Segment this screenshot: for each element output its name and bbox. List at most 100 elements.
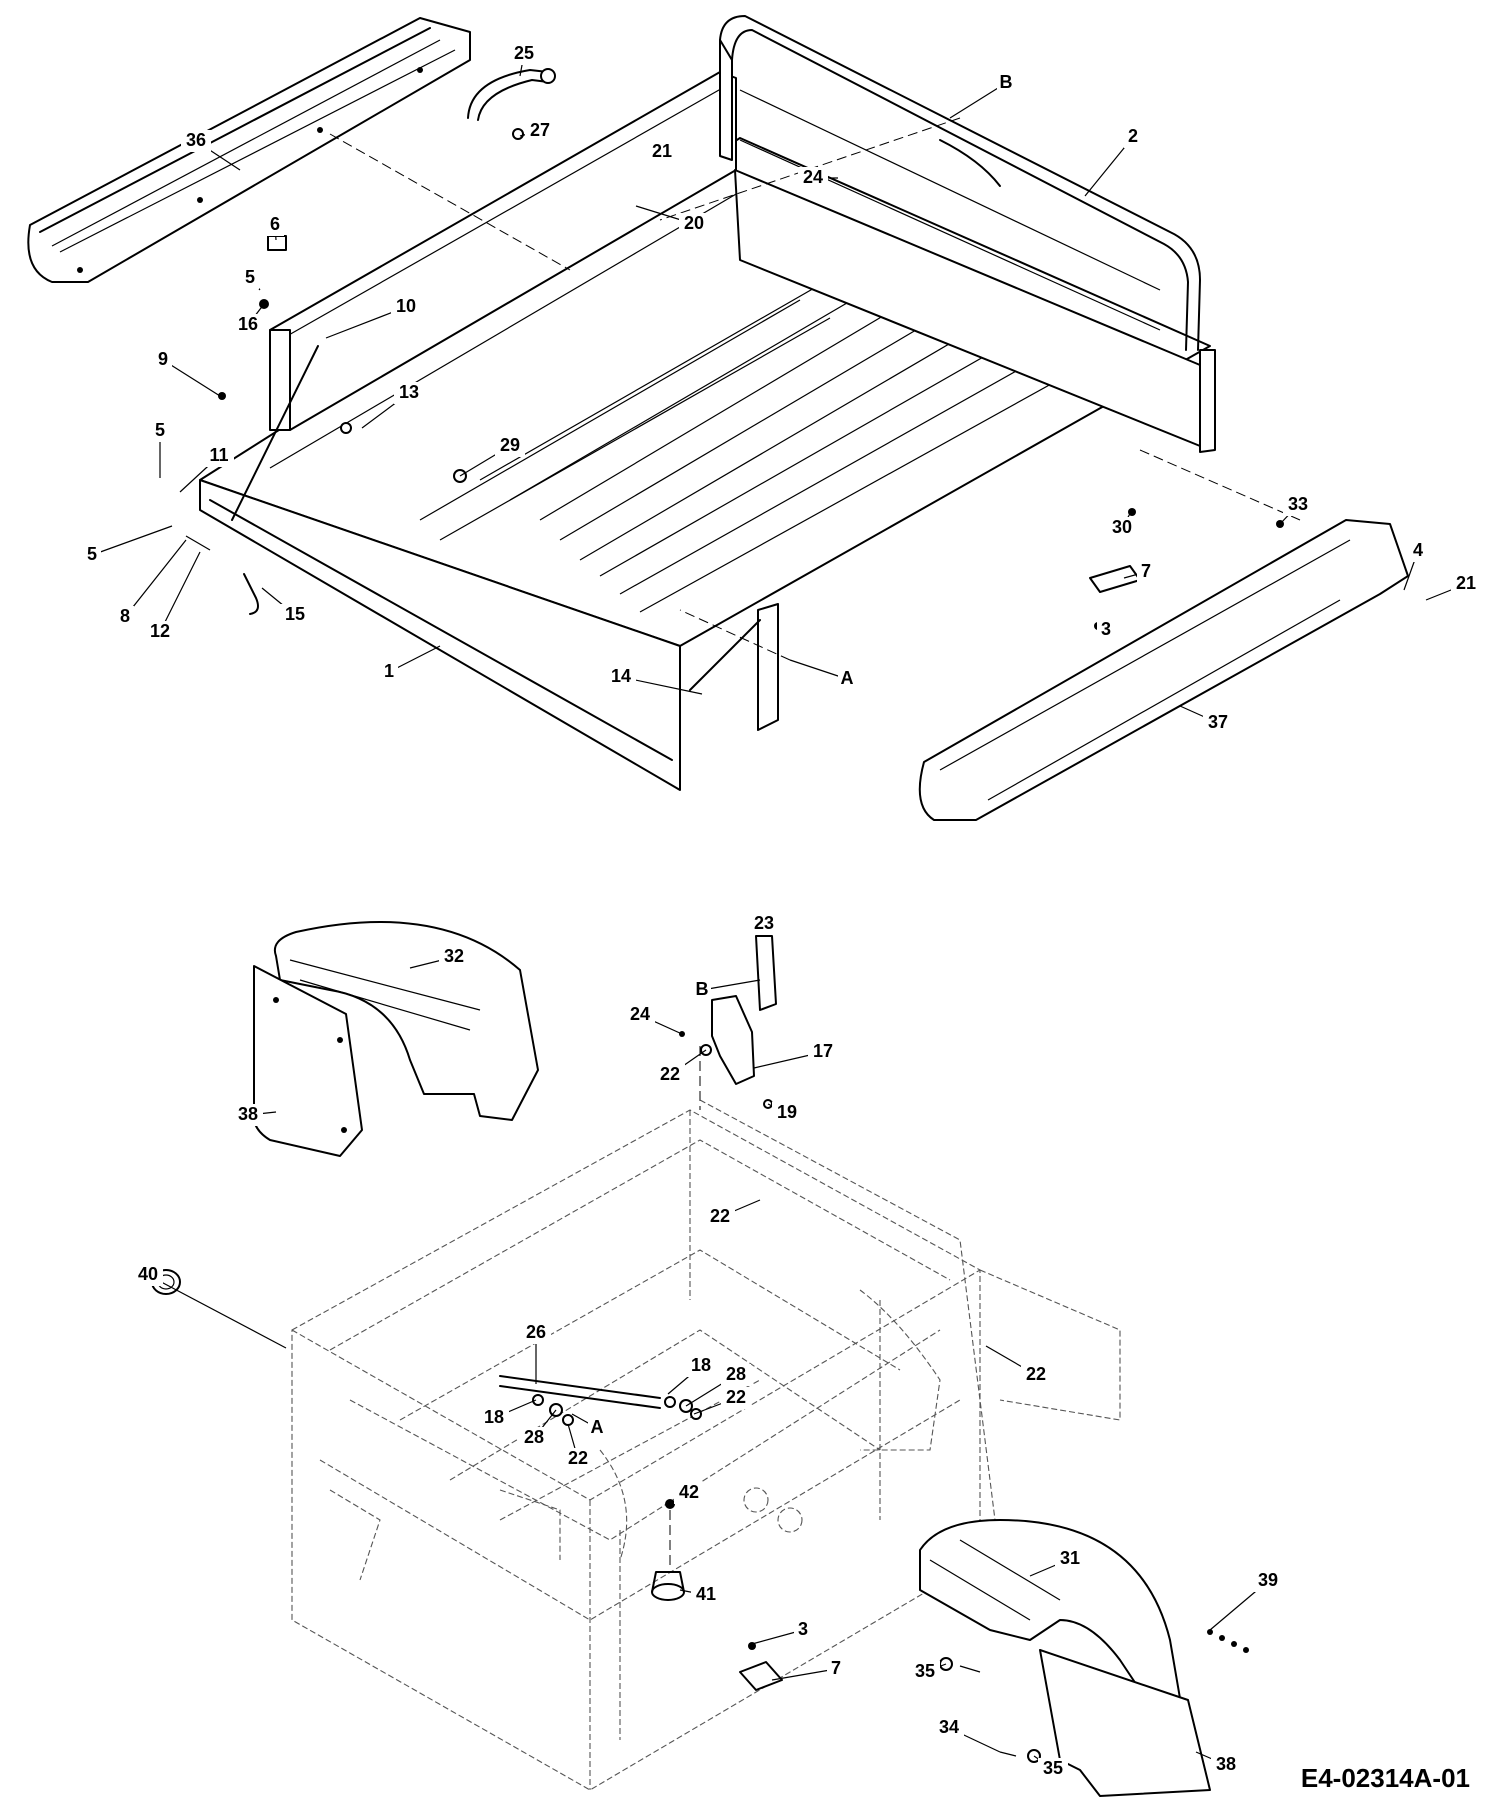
- callout-label-bg: [233, 1104, 263, 1126]
- callout-label: 25: [514, 43, 534, 63]
- callout-label: 14: [611, 666, 631, 686]
- callout-label: 16: [238, 314, 258, 334]
- document-code: E4-02314A-01: [1300, 1763, 1470, 1793]
- callout-label: 5: [87, 544, 97, 564]
- callout-label-bg: [116, 606, 134, 628]
- callout-label: 41: [696, 1584, 716, 1604]
- callout-label-bg: [749, 913, 779, 935]
- callout-label-bg: [1021, 1364, 1051, 1386]
- chassis-frame: [291, 1099, 1121, 1791]
- callout-label: 38: [238, 1104, 258, 1124]
- callout-label: 7: [831, 1658, 841, 1678]
- callout-label-bg: [1253, 1570, 1283, 1592]
- callout-label-bg: [266, 214, 284, 236]
- callout-label: 33: [1288, 494, 1308, 514]
- callout-label-bg: [827, 1658, 845, 1680]
- callout-label: 39: [1258, 1570, 1278, 1590]
- callout-label-bg: [394, 382, 424, 404]
- callout-label-bg: [1055, 1548, 1085, 1570]
- callout-label-bg: [1097, 619, 1115, 641]
- callout-label: 42: [679, 1482, 699, 1502]
- part-32-left-fender: [274, 920, 539, 1121]
- callout-leader: [162, 359, 221, 397]
- callout-label: 11: [209, 445, 228, 465]
- callout-label: 22: [660, 1064, 680, 1084]
- callout-label-bg: [934, 1717, 964, 1739]
- callout-label-bg: [997, 72, 1015, 94]
- callout-label: 31: [1060, 1548, 1080, 1568]
- callout-label: 27: [530, 120, 550, 140]
- callout-label: 24: [630, 1004, 650, 1024]
- callout-label-bg: [1038, 1758, 1068, 1780]
- callout-label: 7: [1141, 561, 1151, 581]
- callout-label-bg: [838, 668, 856, 690]
- callout-label-bg: [509, 43, 539, 65]
- callout-label: 4: [1413, 540, 1423, 560]
- callout-label: 21: [652, 141, 672, 161]
- callout-label: 5: [245, 267, 255, 287]
- callout-label-bg: [1283, 494, 1313, 516]
- callout-leader: [159, 551, 201, 633]
- callout-label-bg: [495, 435, 525, 457]
- callout-label: B: [1000, 72, 1013, 92]
- callout-label-bg: [1107, 517, 1137, 539]
- part-7-lower-bracket: [739, 1642, 783, 1691]
- part-25-handle: [467, 68, 556, 140]
- callout-label-bg: [588, 1417, 606, 1439]
- callout-label-bg: [391, 296, 421, 318]
- callout-label-bg: [808, 1041, 838, 1063]
- callout-label: 18: [691, 1355, 711, 1375]
- callout-label: 19: [777, 1102, 797, 1122]
- callout-label: A: [841, 668, 854, 688]
- callout-label-bg: [233, 314, 263, 336]
- callout-label: 20: [684, 213, 704, 233]
- callout-label: 38: [1216, 1754, 1236, 1774]
- part-41-bumper-pad: [651, 1499, 685, 1601]
- callout-label-bg: [83, 544, 101, 566]
- callout-label: 29: [500, 435, 520, 455]
- callout-leader: [124, 539, 187, 618]
- callout-label: 35: [915, 1661, 935, 1681]
- part-36-left-rail-cover: [27, 17, 471, 283]
- part-1-cargo-bed: [185, 71, 1301, 791]
- part-23-17-hinge-bracket: [679, 935, 777, 1110]
- callout-label-bg: [686, 1355, 716, 1377]
- callout-label: 22: [568, 1448, 588, 1468]
- part-2-headache-rack: [719, 15, 1201, 351]
- callout-label-bg: [705, 1206, 735, 1228]
- callout-label: 30: [1112, 517, 1132, 537]
- callout-label: A: [591, 1417, 604, 1437]
- part-37-right-rail-cover: [918, 519, 1409, 821]
- callout-label-bg: [647, 141, 677, 163]
- callout-label-bg: [154, 349, 172, 371]
- callout-label: B: [696, 979, 709, 999]
- callout-label: 22: [726, 1387, 746, 1407]
- callout-label-bg: [1137, 561, 1155, 583]
- callout-label-bg: [563, 1448, 593, 1470]
- callout-label-bg: [606, 666, 636, 688]
- callout-label: 24: [803, 167, 823, 187]
- callout-label: 3: [1101, 619, 1111, 639]
- callout-label: 18: [484, 1407, 504, 1427]
- callout-label-bg: [693, 979, 711, 1001]
- part-31-right-fender: [919, 1519, 1183, 1721]
- callout-label-bg: [204, 445, 234, 467]
- callout-label-bg: [280, 604, 310, 626]
- callout-label-bg: [1124, 126, 1142, 148]
- callout-label: 21: [1456, 573, 1476, 593]
- callout-label-bg: [479, 1407, 509, 1429]
- callout-label: 32: [444, 946, 464, 966]
- callout-leader: [771, 1668, 837, 1681]
- callout-label: 23: [754, 913, 774, 933]
- callout-label-bg: [655, 1064, 685, 1086]
- callout-label: 35: [1043, 1758, 1063, 1778]
- callout-label-bg: [1409, 540, 1427, 562]
- callout-label-bg: [241, 267, 259, 289]
- callout-label-bg: [380, 661, 398, 683]
- callout-label-bg: [910, 1661, 940, 1683]
- callout-label-bg: [1451, 573, 1481, 595]
- callout-label-bg: [674, 1482, 704, 1504]
- callout-label: 34: [939, 1717, 959, 1737]
